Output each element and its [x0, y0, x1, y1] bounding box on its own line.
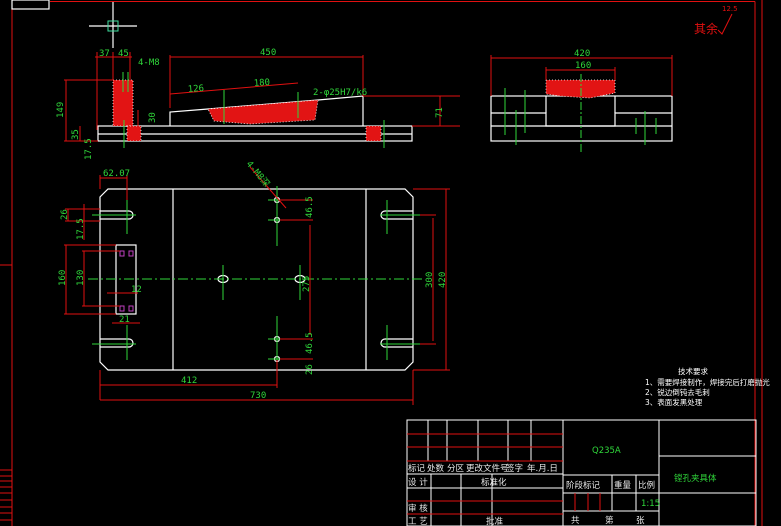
label-text: 180: [254, 78, 271, 89]
side-view[interactable]: 420 160: [490, 49, 673, 152]
left-scale-marks: [0, 469, 12, 521]
label-text: 分区: [447, 464, 465, 474]
label-text: 45: [118, 49, 129, 59]
label-text: 730: [250, 391, 266, 401]
drawing-stroke: [100, 338, 134, 348]
drawing-frame: [0, 0, 763, 526]
drawing-stroke: [128, 305, 134, 312]
label-text: 450: [260, 48, 276, 58]
label-text: 26: [305, 364, 315, 375]
plan-view[interactable]: 62.07 26 17.5 160 130 12 21 412 730 46.5…: [58, 159, 450, 405]
label-text: 1:15: [641, 499, 660, 509]
front-view[interactable]: 37 45 4-M8 450 126 180 2-φ25H7/k6 30 149…: [56, 48, 460, 160]
label-text: 160: [58, 270, 68, 286]
label-text: 3、表面发黑处理: [645, 397, 703, 407]
label-text: 412: [181, 376, 197, 386]
drawing-stroke: [407, 433, 601, 515]
drawing-stroke: [119, 305, 125, 312]
label-text: 12: [131, 285, 142, 295]
drawing-stroke: [107, 20, 119, 32]
drawing-stroke: [169, 82, 299, 95]
label-text: 工 艺: [408, 517, 428, 526]
label-text: 130: [76, 270, 86, 286]
drawing-stroke: [380, 338, 413, 348]
label-text: 420: [438, 272, 448, 288]
drawing-stroke: [207, 99, 319, 125]
drawing-stroke: [99, 188, 414, 371]
label-text: 第: [605, 515, 614, 526]
label-text: 46.5: [305, 332, 315, 354]
roughness-symbol: 其余 12.5: [694, 5, 738, 36]
label-text: 共: [571, 516, 580, 526]
label-text: 275: [302, 276, 312, 292]
title-block: 标记 处数 分区 更改文件号 签字 年.月.日 设 计 标准化 审 核 工 艺 …: [406, 419, 757, 526]
label-text: 21: [119, 315, 130, 325]
label-text: 2、锐边倒钝去毛刺: [645, 387, 710, 397]
ucs-box: [11, 0, 50, 10]
part-name-text: 镗孔夹具体: [674, 473, 717, 484]
crosshair-cursor-icon: [89, 2, 137, 48]
label-text: 4-M8深: [244, 159, 272, 190]
label-text: 160: [575, 61, 591, 71]
drawing-stroke: [249, 166, 287, 209]
drawing-stroke: [119, 250, 125, 257]
label-text: 其余: [694, 21, 718, 36]
label-text: 420: [574, 49, 590, 59]
label-text: 设 计: [408, 477, 428, 488]
label-text: 300: [425, 272, 435, 288]
label-text: 年.月.日: [527, 463, 558, 474]
drawing-stroke: [365, 125, 382, 142]
label-text: 批准: [486, 516, 504, 526]
label-text: 4-M8: [138, 58, 160, 68]
drawing-stroke: [126, 125, 142, 142]
drawing-stroke: [92, 186, 420, 372]
label-text: 阶段标记: [566, 480, 601, 491]
label-text: 张: [636, 516, 645, 526]
label-text: 2-φ25H7/k6: [313, 88, 367, 98]
label-text: 71: [435, 107, 445, 118]
label-text: 审 核: [408, 503, 428, 514]
label-text: 更改文件号: [466, 463, 509, 474]
drawing-stroke: [406, 419, 757, 526]
drawing-stroke: [128, 250, 134, 257]
label-text: 126: [188, 84, 205, 95]
label-text: 30: [148, 112, 158, 123]
label-text: 149: [56, 102, 66, 118]
label-text: 17.5: [76, 218, 86, 240]
drawing-stroke: [119, 250, 134, 312]
drawing-stroke: [64, 52, 460, 142]
label-text: 62.07: [103, 169, 130, 179]
drawing-stroke: [490, 55, 673, 96]
label-text: 35: [71, 129, 81, 140]
technical-requirements: 技术要求 1、需要焊接制作，焊接完后打磨抛光 2、锐边倒钝去毛刺 3、表面发黑处…: [645, 366, 770, 407]
label-text: 标记: [408, 463, 426, 474]
label-text: 标准化: [481, 477, 507, 488]
label-text: 26: [60, 209, 70, 220]
drawing-stroke: [717, 13, 733, 35]
label-text: 签字: [506, 463, 523, 474]
label-text: 46.5: [305, 196, 315, 218]
label-text: 17.5: [84, 138, 94, 160]
material-text: Q235A: [592, 446, 621, 456]
label-text: 处数: [427, 463, 445, 474]
label-text: 重量: [614, 480, 632, 491]
label-text: 技术要求: [678, 366, 708, 376]
drawing-stroke: [407, 420, 756, 526]
label-text: 37: [99, 49, 110, 59]
drawing-stroke: [64, 166, 450, 405]
label-text: 1、需要焊接制作，焊接完后打磨抛光: [645, 377, 770, 387]
label-text: 12.5: [722, 5, 738, 13]
label-text: 比例: [638, 480, 655, 491]
